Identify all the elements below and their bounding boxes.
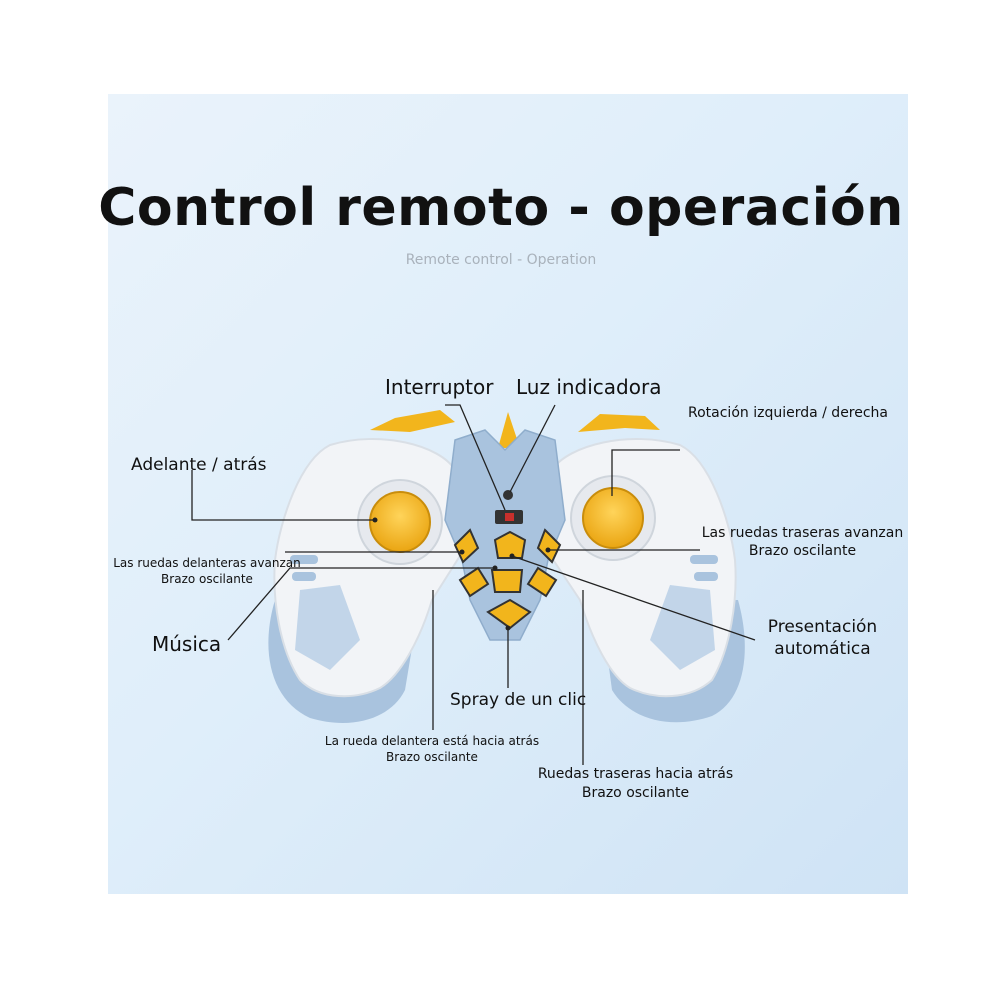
label-musica: Música — [152, 632, 222, 656]
right-shell-accent — [650, 585, 715, 670]
label-presentacion-line1: Presentación — [767, 617, 878, 637]
button-spray[interactable] — [486, 598, 532, 630]
button-music[interactable] — [490, 569, 524, 593]
power-switch-knob — [505, 513, 514, 521]
label-interruptor: Interruptor — [385, 375, 494, 399]
label-traseras-atras: Ruedas traseras hacia atrás Brazo oscila… — [528, 766, 743, 801]
label-spray: Spray de un clic — [450, 690, 587, 710]
label-delantera-atras: La rueda delantera está hacia atrás Braz… — [316, 734, 548, 764]
label-traseras-avanzan-line1: Las ruedas traseras avanzan — [701, 525, 904, 541]
page-title: Control remoto - operación — [98, 178, 904, 238]
right-shell — [538, 438, 737, 698]
button-front-wheel-back[interactable] — [458, 566, 490, 598]
label-delantera-atras-line1: La rueda delantera está hacia atrás — [324, 734, 540, 748]
label-delanteras-avanzan-line1: Las ruedas delanteras avanzan — [113, 556, 301, 570]
label-presentacion: Presentación automática — [755, 617, 890, 659]
button-rear-wheels-back[interactable] — [526, 566, 558, 598]
label-delanteras-avanzan: Las ruedas delanteras avanzan Brazo osci… — [112, 556, 302, 586]
button-auto-presentation[interactable] — [493, 530, 527, 559]
page-subtitle: Remote control - Operation — [405, 252, 597, 268]
label-traseras-atras-line2: Brazo oscilante — [581, 785, 690, 801]
button-rear-wheels-forward[interactable] — [536, 528, 562, 564]
right-vent-1 — [690, 555, 718, 564]
indicator-light — [503, 490, 513, 500]
label-traseras-avanzan-line2: Brazo oscilante — [748, 543, 857, 559]
label-traseras-avanzan: Las ruedas traseras avanzan Brazo oscila… — [700, 525, 905, 559]
label-rotacion: Rotación izquierda / derecha — [688, 405, 889, 421]
label-presentacion-line2: automática — [774, 639, 871, 659]
right-joystick — [582, 487, 644, 549]
top-yellow-fin — [498, 412, 520, 448]
label-delantera-atras-line2: Brazo oscilante — [386, 750, 478, 764]
leader-lines — [191, 404, 756, 765]
right-shoulder-bumper — [578, 414, 660, 432]
left-shell-accent — [295, 585, 360, 670]
left-shoulder-bumper — [370, 410, 455, 432]
left-vent-2 — [292, 572, 316, 581]
right-vent-2 — [694, 572, 718, 581]
left-vent-1 — [290, 555, 318, 564]
label-luz-indicadora: Luz indicadora — [516, 375, 662, 399]
label-delanteras-avanzan-line2: Brazo oscilante — [161, 572, 253, 586]
label-adelante-atras: Adelante / atrás — [131, 455, 267, 475]
left-joystick — [369, 491, 431, 553]
label-traseras-atras-line1: Ruedas traseras hacia atrás — [537, 766, 734, 782]
